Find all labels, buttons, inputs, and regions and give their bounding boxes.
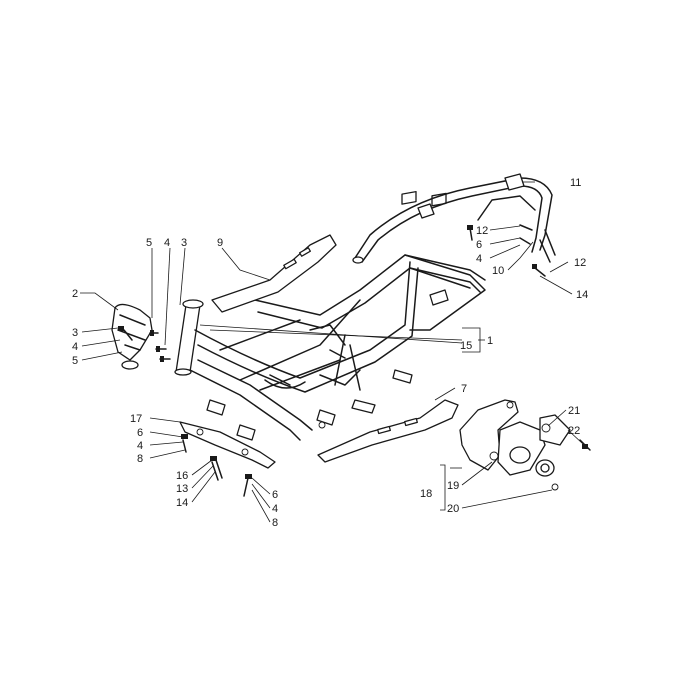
callout-labels: 2 5 4 3 9 3 4 5 1 15 7 17 6 4 8 16 13 14…: [72, 177, 588, 529]
callout-14-right: 14: [576, 289, 588, 301]
rear-rail: [352, 173, 556, 264]
callout-11: 11: [570, 177, 581, 189]
callout-10: 10: [492, 265, 504, 277]
callout-18: 18: [420, 488, 432, 500]
callout-12-left: 12: [476, 225, 488, 237]
front-bracket: [111, 303, 171, 370]
callout-9: 9: [217, 237, 223, 249]
callout-14-left: 14: [176, 497, 188, 509]
rail-bolts: [467, 225, 546, 277]
callout-15: 15: [460, 340, 472, 352]
callout-13: 13: [176, 483, 188, 495]
callout-5-top: 5: [146, 237, 152, 249]
callout-4-left: 4: [72, 341, 78, 353]
callout-7: 7: [461, 383, 467, 395]
callout-16: 16: [176, 470, 188, 482]
callout-19: 19: [447, 480, 459, 492]
callout-6-right: 6: [272, 489, 278, 501]
callout-22: 22: [568, 425, 580, 437]
callout-12-right: 12: [574, 257, 586, 269]
left-footboard-bracket: [211, 234, 337, 313]
callout-4-rail: 4: [476, 253, 482, 265]
callout-4-right: 4: [272, 503, 278, 515]
right-footboard-bracket: [317, 399, 459, 463]
callout-6-rail: 6: [476, 239, 482, 251]
callout-21: 21: [568, 405, 580, 417]
callout-17: 17: [130, 413, 142, 425]
callout-2: 2: [72, 288, 78, 300]
callout-6-left: 6: [137, 427, 143, 439]
callout-1: 1: [487, 335, 493, 347]
lower-plate: [179, 421, 276, 469]
callout-20: 20: [447, 503, 459, 515]
callout-8-left: 8: [137, 453, 143, 465]
callout-5-left: 5: [72, 355, 78, 367]
callout-4-top: 4: [164, 237, 170, 249]
engine-mount-bracket: [459, 399, 591, 491]
callout-3-left: 3: [72, 327, 78, 339]
callout-3-top: 3: [181, 237, 187, 249]
bolt-set-left: [181, 434, 252, 497]
callout-4-lower: 4: [137, 440, 143, 452]
main-frame: [174, 190, 486, 441]
leader-lines: [80, 181, 584, 523]
callout-8-right: 8: [272, 517, 278, 529]
